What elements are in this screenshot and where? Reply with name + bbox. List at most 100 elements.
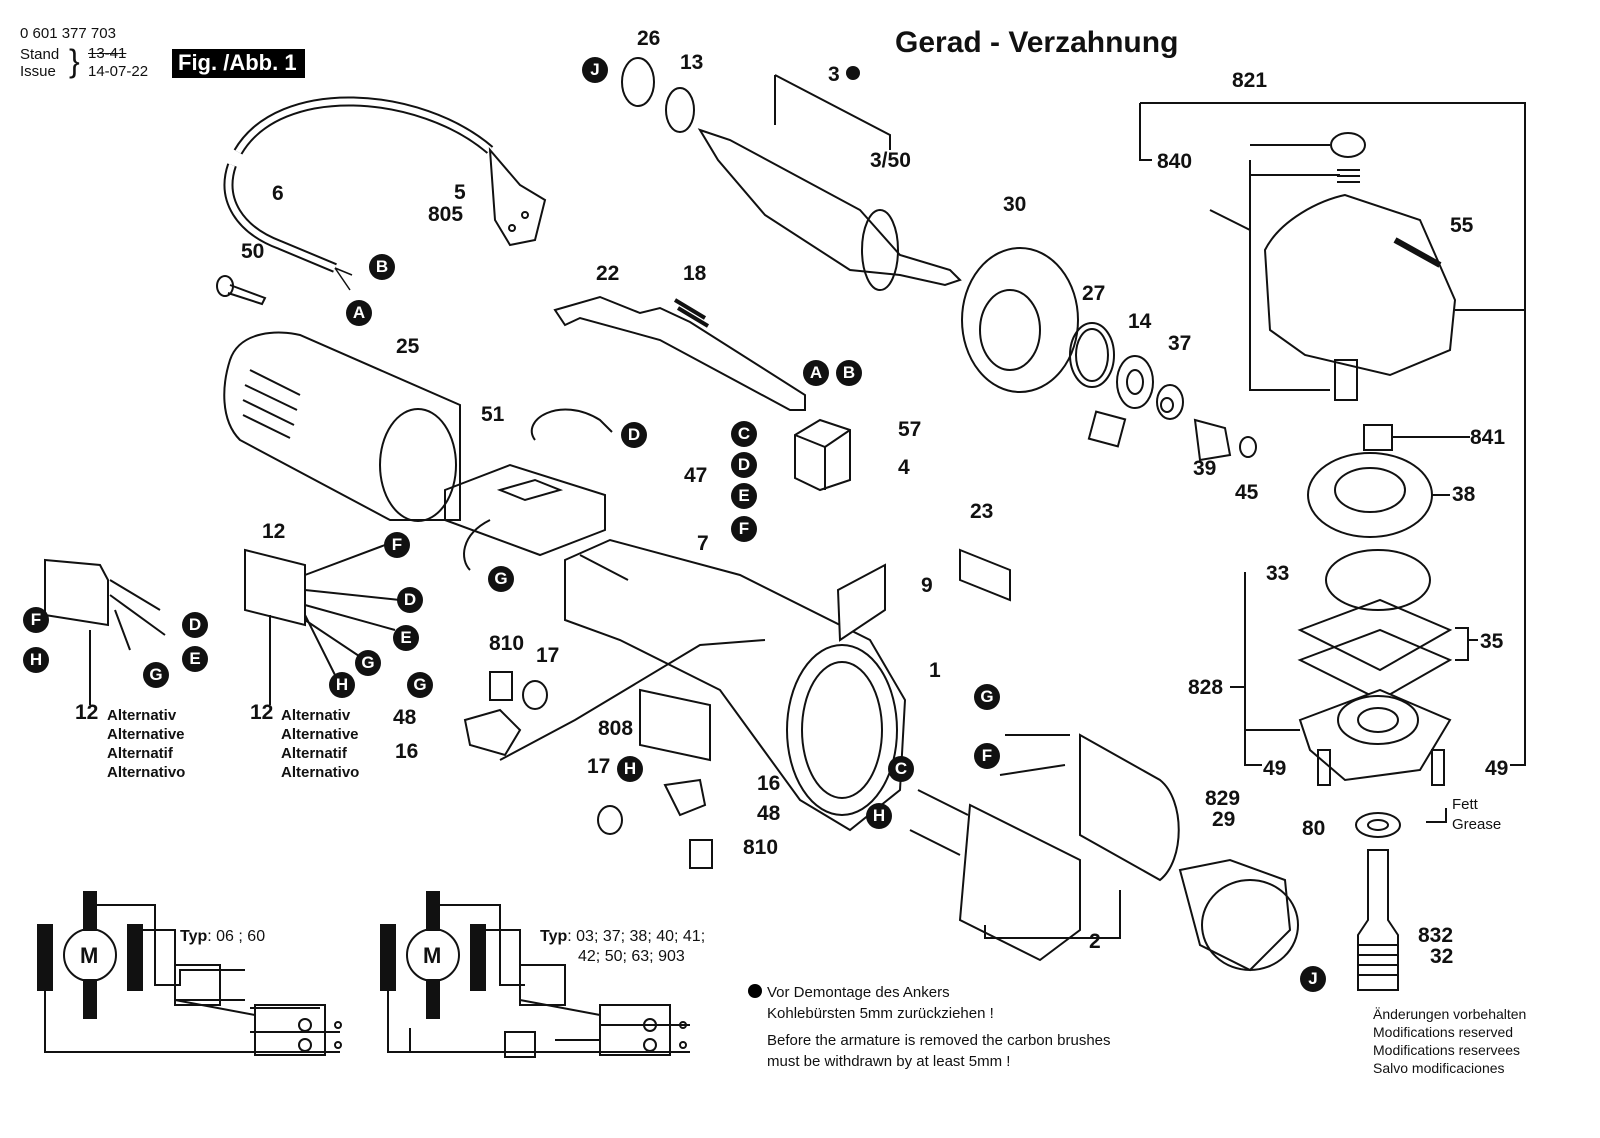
part-label-17-bottom: 17 xyxy=(587,755,611,778)
typ-right: Typ: 03; 37; 38; 40; 41; 42; 50; 63; 903 xyxy=(540,927,705,967)
note-de-line1: Vor Demontage des Ankers xyxy=(767,984,950,1001)
part-label-828: 828 xyxy=(1188,676,1224,699)
stand-issue-label: Stand Issue xyxy=(20,46,59,80)
part-label-829: 829 xyxy=(1205,787,1241,810)
part-label-38: 38 xyxy=(1452,483,1476,506)
brush-holders-drawing xyxy=(463,554,766,869)
connector-badge-d: D xyxy=(397,587,423,613)
mods-es: Salvo modificaciones xyxy=(1373,1060,1505,1076)
typ-right-values-2: 42; 50; 63; 903 xyxy=(578,948,685,965)
part-label-5: 5 xyxy=(454,181,466,204)
part-label-840: 840 xyxy=(1157,150,1193,173)
gear-housing-drawing xyxy=(1139,102,1526,766)
part-label-12-left: 12 xyxy=(75,701,99,724)
part-label-6: 6 xyxy=(272,182,284,205)
part-label-48-right: 48 xyxy=(757,802,781,825)
issue-date: 14-07-22 xyxy=(88,63,149,80)
alternative-label-left: Alternativ Alternative Alternatif Altern… xyxy=(107,706,185,782)
brace-icon: } xyxy=(69,43,80,79)
part-label-48-left: 48 xyxy=(393,706,417,729)
part-label-55: 55 xyxy=(1450,214,1474,237)
note-en-line2: must be withdrawn by at least 5mm ! xyxy=(767,1053,1011,1070)
connector-badge-c: C xyxy=(888,756,914,782)
note-bullet-icon xyxy=(748,984,762,998)
part-label-7: 7 xyxy=(697,532,709,555)
part-label-2: 2 xyxy=(1089,930,1101,953)
connector-badge-h: H xyxy=(23,647,49,673)
part-label-16-left: 16 xyxy=(395,740,419,763)
mods-de: Änderungen vorbehalten xyxy=(1373,1006,1527,1022)
note-en-line1: Before the armature is removed the carbo… xyxy=(767,1032,1111,1049)
flange-assembly-drawing xyxy=(1230,549,1478,838)
connector-badge-g: G xyxy=(355,650,381,676)
connector-badge-b: B xyxy=(369,254,395,280)
part-label-25: 25 xyxy=(396,335,420,358)
connector-badge-e: E xyxy=(393,625,419,651)
armature-removal-note: Vor Demontage des Ankers Kohlebürsten 5m… xyxy=(748,982,1111,1072)
connector-badge-g: G xyxy=(143,662,169,688)
part-label-39: 39 xyxy=(1193,457,1217,480)
part-label-810-top: 810 xyxy=(489,632,525,655)
connector-badge-j: J xyxy=(1300,966,1326,992)
part-label-3-50: 3/50 xyxy=(870,149,911,172)
part-label-27: 27 xyxy=(1082,282,1106,305)
connector-badge-h: H xyxy=(617,756,643,782)
part-label-32: 32 xyxy=(1430,945,1454,968)
connector-badge-j: J xyxy=(582,57,608,83)
connector-badge-d: D xyxy=(731,452,757,478)
connector-badge-b: B xyxy=(836,360,862,386)
fan-baffle-drawing xyxy=(961,247,1079,393)
part-label-33: 33 xyxy=(1266,562,1290,585)
motor-symbol-right: M xyxy=(423,943,442,968)
part-label-47: 47 xyxy=(684,464,708,487)
armature-note-dot-icon xyxy=(846,66,860,80)
connector-badge-f: F xyxy=(974,743,1000,769)
typ-label: Typ xyxy=(540,928,568,945)
part-label-13: 13 xyxy=(680,51,704,74)
part-label-26: 26 xyxy=(637,27,661,50)
bearing-set-drawing xyxy=(1069,322,1257,462)
part-label-50: 50 xyxy=(241,240,265,263)
motor-cover-drawing xyxy=(223,331,461,522)
spindle-drawing xyxy=(1357,849,1399,991)
connector-badge-d: D xyxy=(621,422,647,448)
connector-badge-c: C xyxy=(731,421,757,447)
part-label-49-right: 49 xyxy=(1485,757,1509,780)
grease-de: Fett xyxy=(1452,796,1478,813)
connector-badge-a: A xyxy=(346,300,372,326)
alt-es: Alternativo xyxy=(281,764,360,781)
note-de-line2: Kohlebürsten 5mm zurückziehen ! xyxy=(767,1005,994,1022)
part-label-30: 30 xyxy=(1003,193,1027,216)
motor-housing-drawing xyxy=(564,538,1011,832)
part-label-808: 808 xyxy=(598,717,634,740)
part-label-16-right: 16 xyxy=(757,772,781,795)
part-label-22: 22 xyxy=(596,262,620,285)
bevel-gear-drawing xyxy=(1307,424,1470,538)
alt-fr: Alternatif xyxy=(281,745,347,762)
connector-badge-g: G xyxy=(407,672,433,698)
alt-en: Alternative xyxy=(281,726,359,743)
part-label-80: 80 xyxy=(1302,817,1326,840)
grease-note: Fett Grease xyxy=(1452,795,1501,835)
air-guide-drawing xyxy=(1178,858,1299,972)
alt-en: Alternative xyxy=(107,726,185,743)
connector-badge-f: F xyxy=(23,607,49,633)
connector-badge-g: G xyxy=(974,684,1000,710)
part-label-14: 14 xyxy=(1128,310,1152,333)
part-label-23: 23 xyxy=(970,500,994,523)
alt-es: Alternativo xyxy=(107,764,186,781)
alternative-label-right: Alternativ Alternative Alternatif Altern… xyxy=(281,706,359,782)
filter-box-51-drawing xyxy=(444,408,613,571)
power-cord-drawing xyxy=(223,96,547,291)
part-label-17-top: 17 xyxy=(536,644,560,667)
part-label-832: 832 xyxy=(1418,924,1454,947)
old-date: 13-41 xyxy=(88,45,127,62)
typ-left: Typ: 06 ; 60 xyxy=(180,927,265,947)
part-number: 0 601 377 703 xyxy=(20,25,116,42)
connector-badge-f: F xyxy=(731,516,757,542)
connector-badge-e: E xyxy=(731,483,757,509)
screw-50-drawing xyxy=(216,275,267,306)
alt-fr: Alternatif xyxy=(107,745,173,762)
switch-rod-drawing xyxy=(553,295,806,411)
